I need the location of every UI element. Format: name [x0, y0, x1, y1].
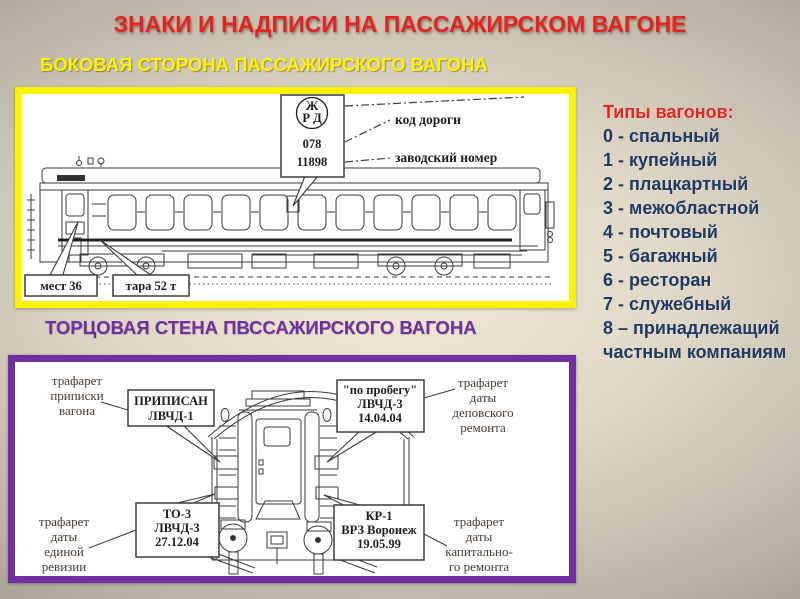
svg-text:единой: единой: [44, 544, 84, 559]
svg-text:даты: даты: [470, 390, 497, 405]
depot-label: трафарет даты деповского ремонта: [452, 375, 513, 435]
list-item: 8 – принадлежащий: [603, 318, 780, 338]
svg-text:трафарет: трафарет: [454, 514, 505, 529]
svg-text:ЛВЧД-1: ЛВЧД-1: [148, 409, 193, 423]
number-callout: Ж Р Д 078 11898: [280, 94, 345, 178]
svg-text:27.12.04: 27.12.04: [155, 535, 200, 549]
svg-text:"по пробегу": "по пробегу": [343, 383, 417, 397]
list-item: 6 - ресторан: [603, 270, 712, 290]
number-plate: [286, 195, 300, 213]
factory-number-label: заводский номер: [395, 150, 497, 165]
svg-text:ЛВЧД-3: ЛВЧД-3: [357, 397, 402, 411]
svg-text:14.04.04: 14.04.04: [358, 411, 403, 425]
plate-depot: [314, 455, 339, 470]
list-item: частным компаниям: [603, 342, 787, 362]
kr1-callout: КР-1 ВРЗ Воронеж 19.05.99: [333, 504, 425, 561]
wagon-types-list: Типы вагонов: 0 - спальный 1 - купейный …: [603, 100, 798, 364]
svg-text:Р Д: Р Д: [302, 111, 322, 125]
svg-text:Ж: Ж: [306, 99, 319, 113]
svg-text:ПРИПИСАН: ПРИПИСАН: [134, 394, 208, 408]
capital-label: трафарет даты капитально- го ремонта: [445, 514, 513, 574]
section-heading-end: ТОРЦОВАЯ СТЕНА ПВССАЖИРСКОГО ВАГОНА: [45, 317, 477, 338]
list-item: 1 - купейный: [603, 150, 718, 170]
svg-text:даты: даты: [466, 529, 493, 544]
svg-text:КР-1: КР-1: [365, 509, 392, 523]
list-item: 4 - почтовый: [603, 222, 718, 242]
depot-pointer: [326, 430, 380, 463]
road-code-label: код дороги: [395, 112, 461, 127]
plate-assigned: [213, 455, 239, 470]
svg-text:ремонта: ремонта: [460, 420, 506, 435]
revision-label: трафарет даты единой ревизии: [39, 514, 90, 574]
svg-text:трафарет: трафарет: [52, 373, 103, 388]
seats-label: мест 36: [40, 279, 82, 293]
page-title: ЗНАКИ И НАДПИСИ НА ПАССАЖИРСКОМ ВАГОНЕ: [113, 11, 687, 37]
svg-text:даты: даты: [51, 529, 78, 544]
plate-kr1: [315, 486, 339, 500]
side-view-diagram: Ж Р Д 078 11898 код дороги заводский ном…: [24, 94, 555, 297]
svg-text:ЛВЧД-3: ЛВЧД-3: [154, 521, 199, 535]
svg-text:го ремонта: го ремонта: [449, 559, 510, 574]
assigned-label: трафарет приписки вагона: [50, 373, 103, 418]
end-wall-diagram: ПРИПИСАН ЛВЧД-1 "по пробегу" ЛВЧД-3 14.0…: [39, 373, 514, 575]
depot-callout: "по пробегу" ЛВЧД-3 14.04.04: [336, 379, 425, 433]
seats-callout: [24, 274, 98, 297]
road-code-value: 078: [303, 137, 322, 151]
list-item: 7 - служебный: [603, 294, 732, 314]
list-item: 5 - багажный: [603, 246, 718, 266]
svg-text:капитально-: капитально-: [445, 544, 513, 559]
bogie-right: [377, 253, 463, 276]
side-view-frame: Ж Р Д 078 11898 код дороги заводский ном…: [15, 87, 576, 308]
svg-text:ревизии: ревизии: [42, 559, 86, 574]
to3-callout: ТО-3 ЛВЧД-3 27.12.04: [135, 502, 220, 558]
list-item: 3 - межобластной: [603, 198, 760, 218]
svg-text:ТО-3: ТО-3: [163, 507, 191, 521]
svg-text:ВРЗ Воронеж: ВРЗ Воронеж: [341, 523, 417, 537]
list-item: 2 - плацкартный: [603, 174, 749, 194]
seats-pointer: [49, 221, 79, 276]
list-item: 0 - спальный: [603, 126, 720, 146]
number-callout-pointer: [292, 175, 320, 207]
assigned-callout: ПРИПИСАН ЛВЧД-1: [127, 389, 215, 427]
svg-text:вагона: вагона: [59, 403, 95, 418]
section-heading-side: БОКОВАЯ СТОРОНА ПАССАЖИРСКОГО ВАГОНА: [40, 54, 488, 75]
svg-text:приписки: приписки: [50, 388, 103, 403]
svg-text:трафарет: трафарет: [39, 514, 90, 529]
svg-text:трафарет: трафарет: [458, 375, 509, 390]
plate-to3: [214, 486, 239, 500]
tare-callout: [112, 274, 190, 297]
factory-number-value: 11898: [297, 155, 328, 169]
end-wall-frame: ПРИПИСАН ЛВЧД-1 "по пробегу" ЛВЧД-3 14.0…: [8, 355, 576, 583]
svg-text:19.05.99: 19.05.99: [357, 537, 401, 551]
railway-logo-icon: [295, 96, 329, 130]
svg-text:деповского: деповского: [452, 405, 513, 420]
side-view-linework: [27, 156, 555, 285]
roof-vents-icon: [76, 156, 105, 167]
wagon-types-title: Типы вагонов:: [603, 102, 734, 122]
tare-label: тара 52 т: [126, 279, 177, 293]
